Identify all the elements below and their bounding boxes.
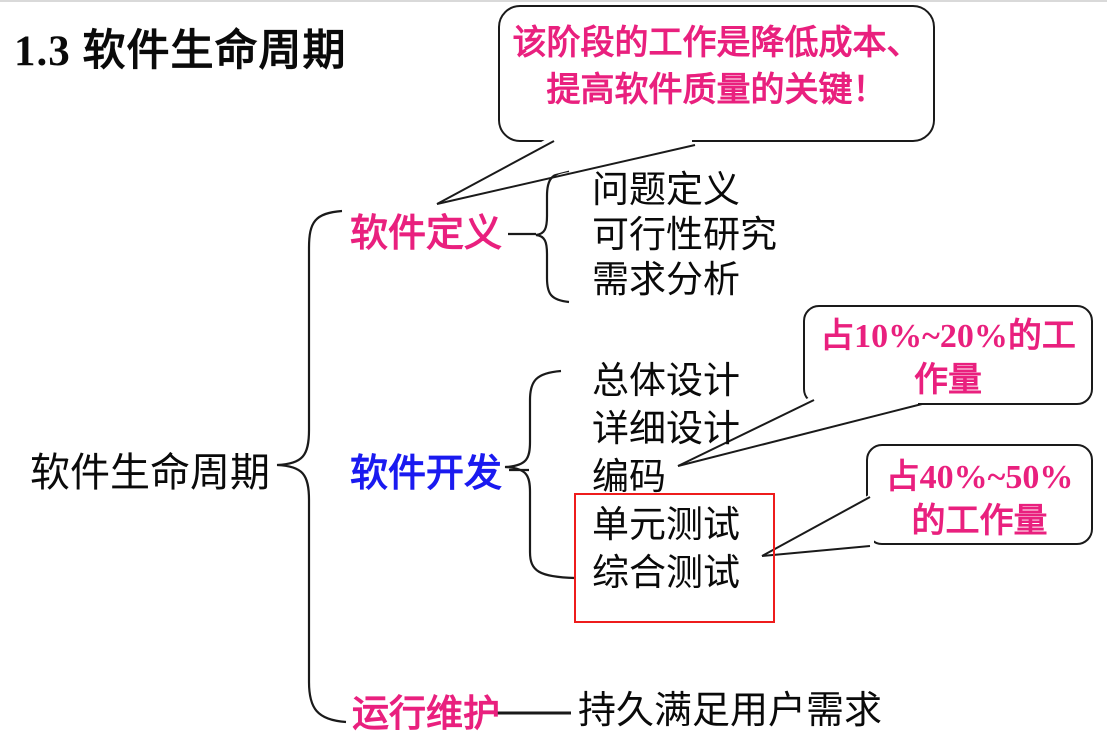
phase-maintenance-label: 运行维护 <box>352 694 500 735</box>
definition-item: 可行性研究 <box>592 215 777 256</box>
definition-brace <box>535 169 570 304</box>
callout-testing-workload-line2: 的工作量 <box>911 503 1048 540</box>
phase-definition-label: 软件定义 <box>350 213 503 255</box>
callout-coding-workload-line2: 作量 <box>914 362 982 399</box>
callout-testing-tail <box>761 492 874 557</box>
callout-testing-workload: 占40%~50% 的工作量 <box>866 444 1093 545</box>
callout-definition-note-line1: 该阶段的工作是降低成本、 <box>512 25 921 62</box>
definition-item: 问题定义 <box>592 170 740 211</box>
main-brace <box>276 209 347 724</box>
lifecycle-root-label: 软件生命周期 <box>30 450 270 495</box>
callout-definition-note-line2: 提高软件质量的关键！ <box>546 72 887 109</box>
callout-coding-workload-line1: 占10%~20%的工 <box>820 318 1076 355</box>
development-items: 总体设计 详细设计 编码 单元测试 综合测试 <box>592 358 740 598</box>
definition-item: 需求分析 <box>592 260 740 301</box>
callout-coding-workload: 占10%~20%的工 作量 <box>803 305 1093 405</box>
development-item: 总体设计 <box>592 361 740 402</box>
slide-title: 1.3 软件生命周期 <box>14 28 347 75</box>
testing-highlight-box <box>574 493 775 623</box>
callout-definition-note: 该阶段的工作是降低成本、 提高软件质量的关键！ <box>498 5 935 142</box>
slide-top-edge <box>0 0 1107 2</box>
development-item: 综合测试 <box>592 553 740 594</box>
maintenance-note: 持久满足用户需求 <box>578 690 883 732</box>
development-brace <box>504 369 576 580</box>
development-item: 单元测试 <box>592 505 740 546</box>
phase-development-label: 软件开发 <box>350 453 503 495</box>
development-item: 编码 <box>592 457 666 498</box>
definition-items: 问题定义 可行性研究 需求分析 <box>592 168 777 303</box>
callout-testing-workload-line1: 占40%~50% <box>885 459 1074 496</box>
development-item: 详细设计 <box>592 409 740 450</box>
